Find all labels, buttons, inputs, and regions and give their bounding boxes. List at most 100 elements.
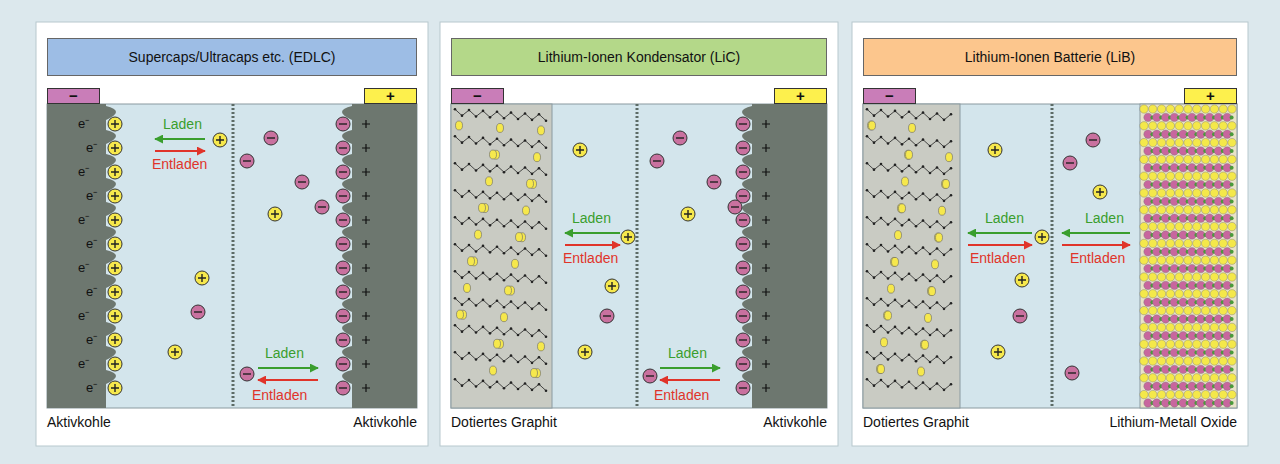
carbon-atom xyxy=(538,140,541,143)
lattice-atom xyxy=(1140,374,1148,382)
lattice-atom xyxy=(1184,323,1192,331)
carbon-atom xyxy=(496,380,499,383)
carbon-atom xyxy=(915,117,918,120)
carbon-atom xyxy=(887,115,890,118)
carbon-atom xyxy=(866,297,869,300)
cation xyxy=(108,237,122,251)
carbon-atom xyxy=(489,278,492,281)
lithium-ion xyxy=(538,126,545,135)
lithium-ion xyxy=(523,206,530,215)
graphene-layer xyxy=(455,325,546,336)
lattice-atom xyxy=(1166,206,1174,214)
lithium-ion xyxy=(486,177,493,186)
lattice-atom xyxy=(1210,323,1218,331)
lithium-ion xyxy=(516,233,523,242)
carbon-atom xyxy=(510,300,513,303)
carbon-atom xyxy=(475,196,478,199)
lattice-atom xyxy=(1228,105,1236,113)
anion xyxy=(336,381,350,395)
carbon-atom xyxy=(517,253,520,256)
carbon-atom xyxy=(482,299,485,302)
panel-title: Lithium-Ionen Kondensator (LiC) xyxy=(451,38,827,76)
carbon-atom xyxy=(915,333,918,336)
lattice-atom xyxy=(1210,256,1218,264)
carbon-atom xyxy=(538,329,541,332)
carbon-atom xyxy=(936,193,939,196)
carbon-atom xyxy=(545,308,548,311)
anion xyxy=(736,309,750,323)
anion xyxy=(336,189,350,203)
carbon-atom xyxy=(482,191,485,194)
lattice-atom xyxy=(1184,256,1192,264)
positive-charge xyxy=(362,216,370,224)
lattice-atom xyxy=(1193,222,1201,230)
carbon-atom xyxy=(894,137,897,140)
carbon-atom xyxy=(531,119,534,122)
discharge-label: Entladen xyxy=(563,250,618,266)
lattice-atom xyxy=(1228,357,1236,365)
carbon-atom xyxy=(915,387,918,390)
carbon-atom xyxy=(475,115,478,118)
lithium-metal-oxide xyxy=(1140,104,1237,408)
anion xyxy=(736,117,750,131)
lithium-ion xyxy=(918,367,925,376)
carbon-atom xyxy=(950,356,953,359)
lithium-ion xyxy=(943,179,950,188)
electron: e⁻ xyxy=(86,284,97,300)
lithium-ion xyxy=(512,259,519,268)
metal-atom xyxy=(1230,166,1234,170)
cation xyxy=(681,207,695,221)
carbon-atom xyxy=(894,191,897,194)
carbon-atom xyxy=(517,388,520,391)
carbon-atom xyxy=(929,118,932,121)
carbon-atom xyxy=(482,326,485,329)
lattice-atom xyxy=(1149,306,1157,314)
cation xyxy=(1015,273,1029,287)
positive-charge xyxy=(362,264,370,272)
lattice-atom xyxy=(1184,189,1192,197)
carbon-atom xyxy=(901,143,904,146)
carbon-atom xyxy=(943,254,946,257)
carbon-atom xyxy=(489,170,492,173)
positive-charge xyxy=(762,336,770,344)
carbon-atom xyxy=(950,113,953,116)
graphene-layer xyxy=(455,163,546,174)
carbon-atom xyxy=(922,300,925,303)
lithium-ion xyxy=(935,233,942,242)
carbon-atom xyxy=(901,359,904,362)
lattice-atom xyxy=(1228,273,1236,281)
carbon-atom xyxy=(545,173,548,176)
lattice-atom xyxy=(1219,122,1227,130)
carbon-atom xyxy=(503,144,506,147)
carbon-atom xyxy=(503,225,506,228)
positive-charge xyxy=(762,240,770,248)
carbon-atom xyxy=(929,334,932,337)
lattice-atom xyxy=(1166,122,1174,130)
graphene-layer xyxy=(455,244,546,255)
carbon-atom xyxy=(873,141,876,144)
carbon-atom xyxy=(908,272,911,275)
lattice-atom xyxy=(1149,323,1157,331)
lithium-ion xyxy=(869,121,876,130)
carbon-atom xyxy=(887,358,890,361)
carbon-atom xyxy=(503,360,506,363)
anion xyxy=(600,309,614,323)
charge-arrow xyxy=(660,367,720,369)
lattice-atom xyxy=(1184,222,1192,230)
electrolyte xyxy=(451,104,827,408)
carbon-atom xyxy=(531,254,534,257)
positive-charge xyxy=(362,336,370,344)
lithium-ion xyxy=(922,340,929,349)
graphene-layer xyxy=(867,190,951,201)
anion xyxy=(336,165,350,179)
carbon-atom xyxy=(475,142,478,145)
electron: e⁻ xyxy=(86,140,97,156)
discharge-label: Entladen xyxy=(970,250,1025,266)
lattice-atom xyxy=(1228,374,1236,382)
carbon-atom xyxy=(929,172,932,175)
lattice-atom xyxy=(1228,122,1236,130)
carbon-atom xyxy=(503,279,506,282)
lithium-ion xyxy=(909,123,916,132)
lattice-atom xyxy=(1149,374,1157,382)
